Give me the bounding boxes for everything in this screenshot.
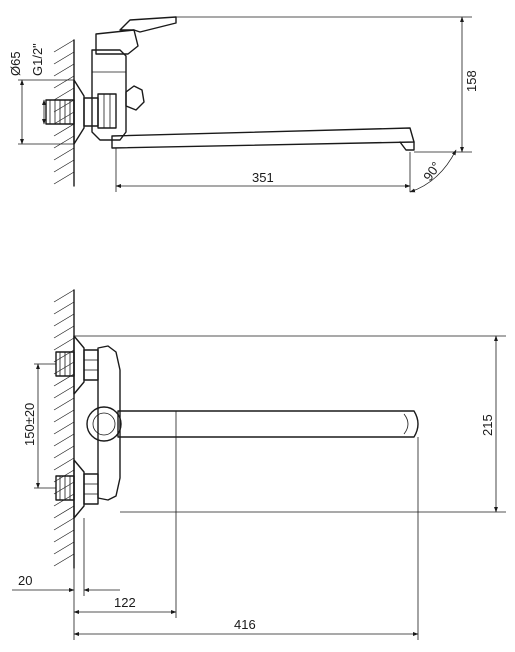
spout-front: [117, 410, 419, 438]
upper-nut: [83, 349, 99, 381]
dim-text-diameter: Ø65: [8, 51, 23, 76]
diverter-knob: [125, 85, 145, 111]
dim-text-215: 215: [480, 414, 495, 436]
dim-text-20: 20: [18, 573, 32, 588]
eccentric-nut: [83, 97, 99, 127]
spout-side: [111, 127, 415, 149]
front-view: 150±20 215 20 122 416: [12, 289, 506, 640]
body-connector: [97, 93, 117, 129]
dim-arc-90: [409, 149, 457, 193]
side-view: Ø65 G1/2" 158 351 90°: [8, 16, 479, 193]
dim-text-122: 122: [114, 595, 136, 610]
lever-handle: [119, 16, 177, 33]
cartridge-ring: [92, 412, 116, 436]
wall-hatch-top: [53, 39, 75, 187]
wall-hatch-bottom: [53, 289, 75, 569]
upper-escutcheon: [73, 335, 85, 395]
lower-escutcheon: [73, 459, 85, 519]
mixer-body-front: [97, 345, 121, 501]
aerator: [399, 141, 415, 151]
dim-text-416: 416: [234, 617, 256, 632]
lower-nut: [83, 473, 99, 505]
escutcheon-side: [73, 79, 85, 145]
aerator-front: [403, 413, 409, 435]
dim-text-158: 158: [464, 70, 479, 92]
dim-text-150: 150±20: [22, 403, 37, 446]
dim-text-90: 90°: [420, 159, 444, 184]
dim-text-thread: G1/2": [30, 43, 45, 76]
cartridge-housing: [86, 406, 122, 442]
dim-text-351: 351: [252, 170, 274, 185]
